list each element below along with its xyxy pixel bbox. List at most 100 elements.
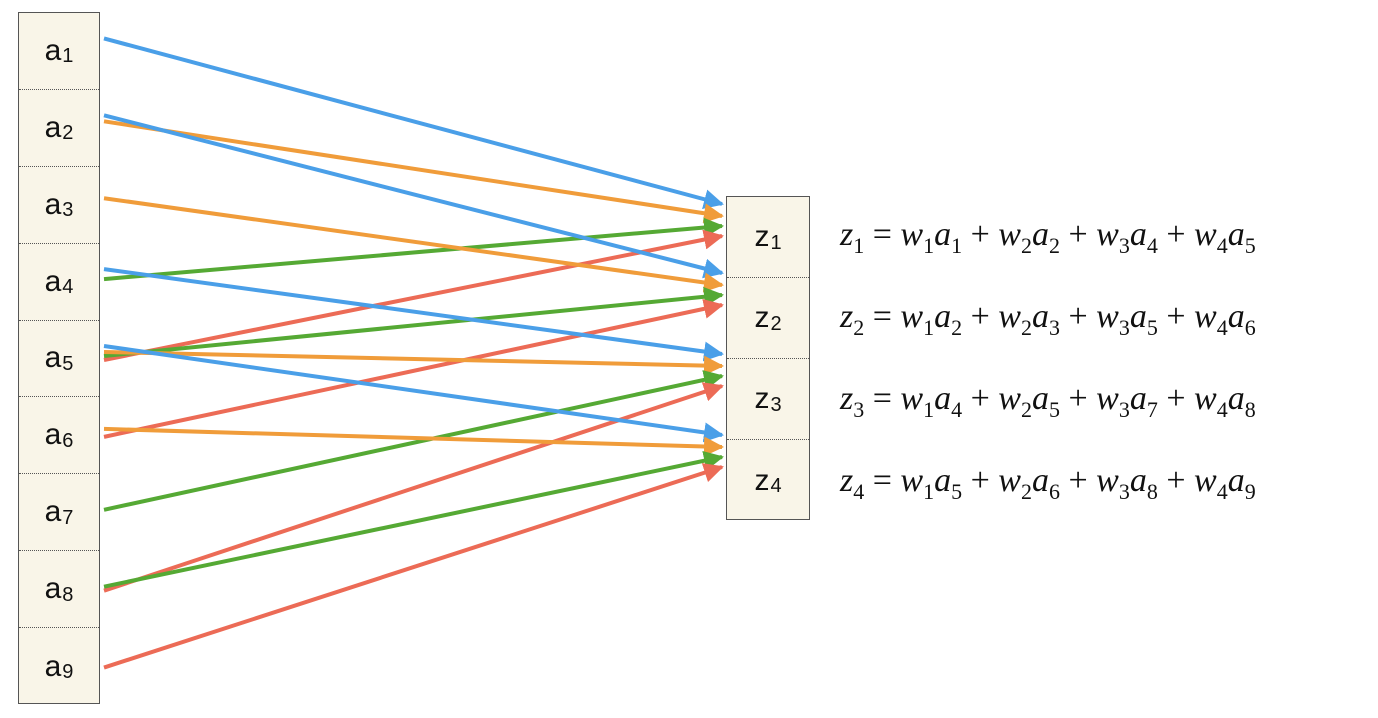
eq-input: a	[1031, 298, 1049, 335]
eq-weight-subscript: 1	[923, 478, 935, 504]
eq-input: a	[1129, 462, 1147, 499]
input-subscript: 6	[62, 429, 74, 452]
eq-lhs-subscript: 2	[853, 314, 865, 340]
arrow-a5-to-z4-w1	[103, 344, 724, 443]
output-label: z	[754, 220, 770, 253]
eq-weight-subscript: 4	[1216, 314, 1228, 340]
arrow-a6-to-z2-w4	[103, 298, 724, 439]
input-subscript: 2	[62, 122, 74, 145]
eq-plus: +	[1059, 380, 1097, 417]
eq-weight: w	[1194, 462, 1217, 499]
equation-z3: z3 = w1a4 + w2a5 + w3a7 + w4a8	[840, 380, 1256, 423]
eq-plus: +	[1059, 298, 1097, 335]
eq-weight: w	[998, 298, 1021, 335]
eq-weight-subscript: 2	[1020, 478, 1032, 504]
eq-input-subscript: 8	[1244, 396, 1256, 422]
eq-input-subscript: 5	[1244, 232, 1256, 258]
input-subscript: 5	[62, 352, 74, 375]
input-subscript: 8	[62, 583, 74, 606]
output-label: z	[754, 382, 770, 415]
eq-plus: +	[1157, 380, 1195, 417]
eq-weight-subscript: 2	[1020, 314, 1032, 340]
eq-input: a	[934, 298, 952, 335]
input-label: a	[44, 264, 62, 298]
eq-plus: +	[962, 298, 999, 335]
eq-weight: w	[1194, 380, 1217, 417]
output-subscript: 4	[770, 475, 782, 497]
eq-weight-subscript: 1	[923, 314, 935, 340]
input-subscript: 3	[62, 199, 74, 222]
eq-lhs: z	[840, 380, 854, 417]
input-label: a	[44, 495, 62, 529]
eq-input-subscript: 8	[1146, 478, 1158, 504]
input-label: a	[44, 341, 62, 375]
input-label: a	[44, 187, 62, 221]
eq-weight: w	[1096, 462, 1119, 499]
arrow-a5-to-z1-w4	[103, 229, 724, 362]
eq-input-subscript: 7	[1146, 396, 1158, 422]
arrow-a8-to-z4-w3	[103, 450, 724, 589]
eq-input-subscript: 5	[951, 478, 963, 504]
eq-input: a	[1031, 380, 1049, 417]
eq-weight: w	[900, 298, 924, 335]
input-subscript: 7	[62, 506, 74, 529]
eq-lhs-subscript: 4	[853, 478, 865, 504]
eq-weight: w	[998, 216, 1021, 253]
eq-input: a	[1129, 380, 1147, 417]
arrow-a4-to-z1-w3	[103, 217, 724, 282]
eq-plus: +	[1059, 216, 1097, 253]
eq-equals: =	[864, 380, 901, 417]
eq-weight: w	[998, 380, 1021, 417]
eq-input: a	[1227, 298, 1245, 335]
eq-weight-subscript: 3	[1118, 396, 1130, 422]
eq-weight-subscript: 2	[1020, 396, 1032, 422]
eq-weight: w	[900, 380, 924, 417]
eq-input: a	[1129, 216, 1147, 253]
eq-input: a	[934, 462, 952, 499]
eq-lhs: z	[840, 216, 854, 253]
input-label: a	[44, 110, 62, 144]
eq-weight-subscript: 2	[1020, 232, 1032, 258]
eq-weight: w	[1194, 298, 1217, 335]
eq-lhs: z	[840, 462, 854, 499]
eq-input-subscript: 5	[1146, 314, 1158, 340]
eq-input-subscript: 3	[1048, 314, 1060, 340]
input-label: a	[44, 649, 62, 683]
arrow-a4-to-z3-w1	[103, 267, 724, 362]
eq-input-subscript: 1	[951, 232, 963, 258]
eq-weight-subscript: 3	[1118, 314, 1130, 340]
eq-weight-subscript: 3	[1118, 478, 1130, 504]
equation-z4: z4 = w1a5 + w2a6 + w3a8 + w4a9	[840, 462, 1256, 505]
eq-input: a	[934, 216, 952, 253]
arrow-a6-to-z4-w2	[103, 426, 724, 457]
eq-input-subscript: 6	[1048, 478, 1060, 504]
eq-input: a	[1227, 216, 1245, 253]
eq-weight: w	[900, 216, 924, 253]
output-subscript: 3	[770, 393, 782, 416]
equation-z2: z2 = w1a2 + w2a3 + w3a5 + w4a6	[840, 298, 1256, 341]
input-label: a	[44, 418, 62, 452]
eq-plus: +	[962, 380, 999, 417]
arrow-a5-to-z2-w3	[103, 286, 724, 358]
eq-weight: w	[998, 462, 1021, 499]
eq-plus: +	[962, 462, 999, 499]
eq-weight: w	[1194, 216, 1217, 253]
eq-input-subscript: 2	[951, 314, 963, 340]
eq-lhs: z	[840, 298, 854, 335]
input-label: a	[44, 33, 62, 67]
eq-weight-subscript: 4	[1216, 396, 1228, 422]
eq-weight: w	[1096, 298, 1119, 335]
input-subscript: 4	[62, 276, 74, 299]
